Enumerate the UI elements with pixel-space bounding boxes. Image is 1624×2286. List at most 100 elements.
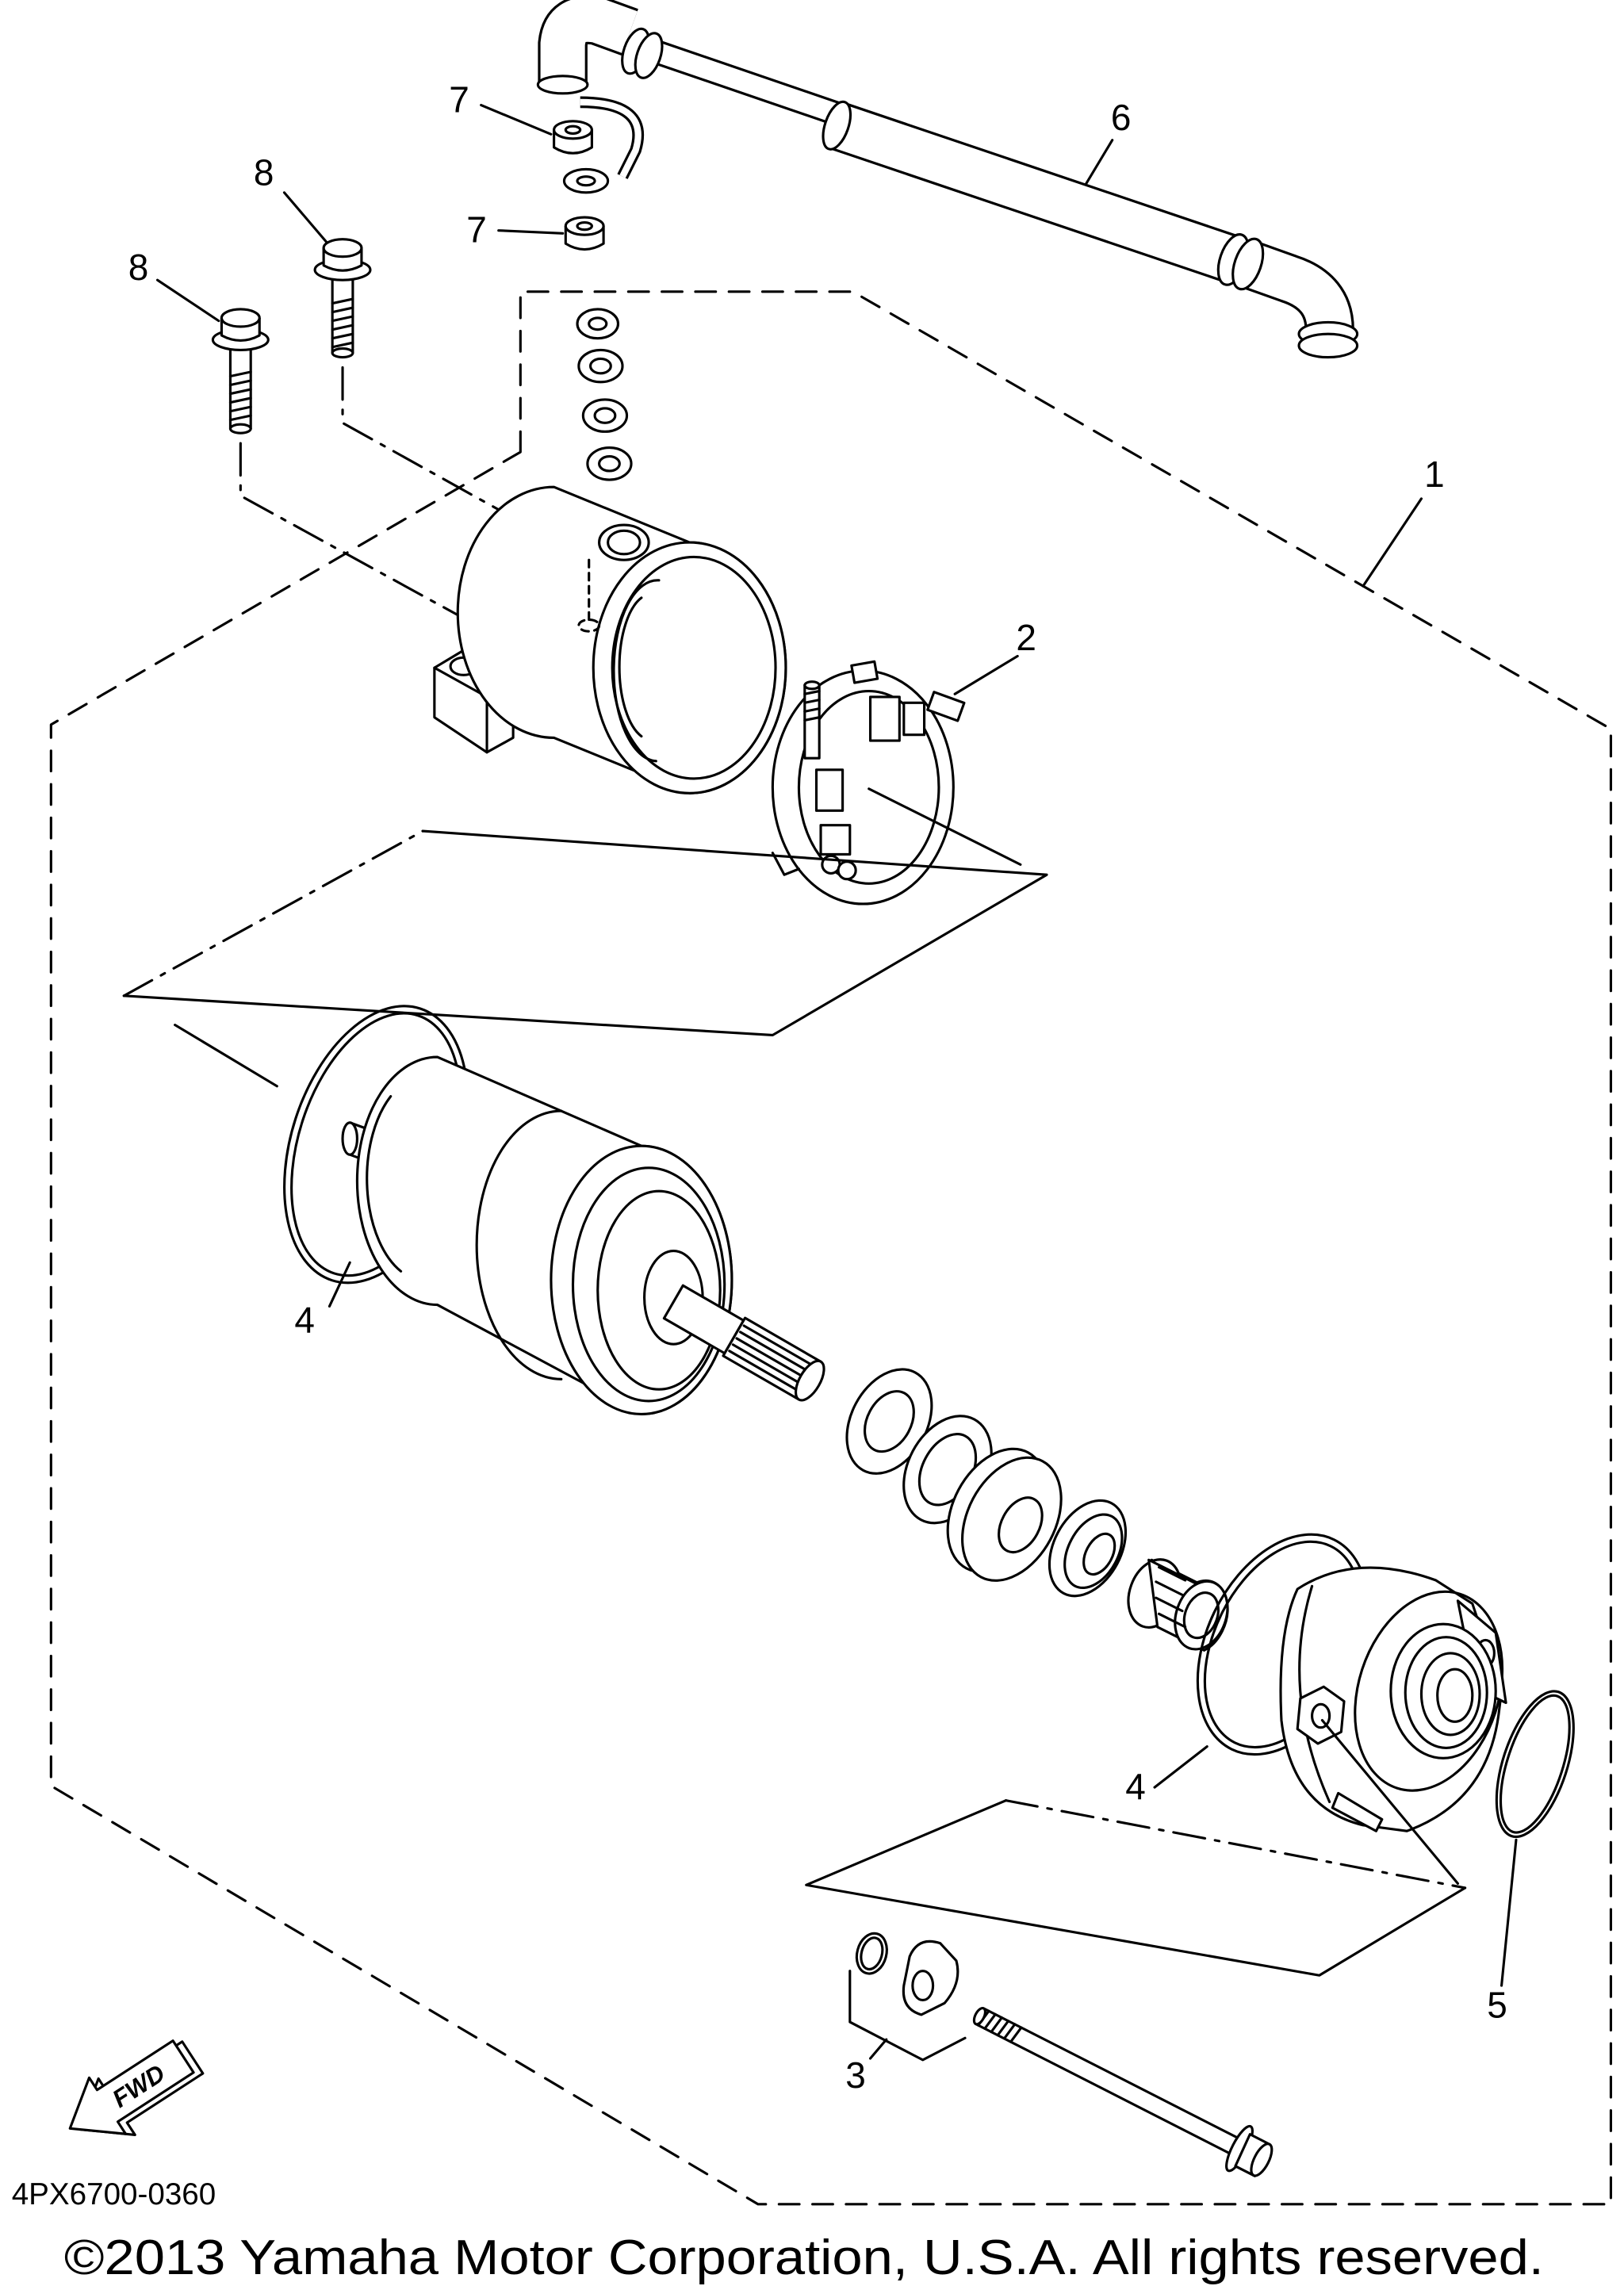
plane-edge-dashdot bbox=[1004, 1799, 1467, 1890]
armature-rear-step bbox=[366, 1095, 403, 1273]
leader-8-upper bbox=[282, 191, 328, 243]
shim-hole bbox=[593, 407, 617, 424]
callout-5: 5 bbox=[1487, 1985, 1507, 2026]
nut-top bbox=[564, 216, 605, 236]
cover-bottom-lug bbox=[1331, 1791, 1384, 1832]
leader-1 bbox=[1362, 497, 1423, 588]
assembly-1-outline bbox=[49, 290, 1613, 2206]
hidden-bolt-hole bbox=[577, 618, 601, 633]
shim bbox=[577, 348, 624, 384]
yoke-inner-back bbox=[618, 596, 643, 738]
bolt-head-end bbox=[1250, 2142, 1274, 2177]
brush-plate-tab bbox=[926, 691, 966, 722]
shim-hole bbox=[588, 316, 608, 331]
callout-7-upper: 7 bbox=[449, 79, 469, 121]
through-bolt bbox=[972, 2007, 1274, 2177]
bolt-shaft bbox=[331, 273, 354, 354]
brush-box bbox=[819, 824, 852, 856]
yoke-housing bbox=[433, 485, 787, 795]
leader-4-right bbox=[1153, 1745, 1208, 1789]
callout-3: 3 bbox=[845, 2054, 866, 2096]
callout-2: 2 bbox=[1016, 617, 1036, 658]
bolt-8-upper bbox=[313, 238, 372, 359]
bolt-head-top bbox=[322, 238, 363, 258]
callout-6: 6 bbox=[1111, 97, 1132, 138]
ring-terminal-hole bbox=[576, 175, 596, 187]
shaft-end bbox=[795, 1359, 825, 1402]
fwd-arrow-shape bbox=[68, 2039, 195, 2135]
plane-edge-dashdot bbox=[122, 829, 424, 997]
washer-hole bbox=[863, 1390, 915, 1453]
callout-4-right: 4 bbox=[1125, 1766, 1146, 1807]
cable-sleeve-inner bbox=[829, 104, 1241, 281]
shim bbox=[586, 446, 633, 481]
callout-leaders bbox=[155, 103, 1518, 2060]
cable-thin-section-inner bbox=[629, 34, 849, 126]
shim bbox=[581, 398, 629, 433]
cable-ring bbox=[634, 32, 664, 79]
terminal-stud-top bbox=[803, 680, 821, 691]
shim-hole bbox=[598, 455, 621, 473]
lower-reference-plane bbox=[805, 1718, 1467, 1977]
small-o-ring-inner bbox=[860, 1936, 884, 1971]
nut-hole bbox=[564, 124, 582, 135]
brush-box bbox=[868, 695, 901, 742]
shim bbox=[576, 308, 620, 340]
brush-box bbox=[814, 768, 845, 812]
brush-spring bbox=[837, 860, 857, 881]
ring-terminal bbox=[562, 167, 610, 194]
cable-elbow-lower-inner bbox=[1240, 243, 1352, 331]
callout-4-left: 4 bbox=[294, 1299, 315, 1340]
plane-leader-armature bbox=[174, 1024, 278, 1088]
lock-plate-hole bbox=[911, 1970, 935, 2002]
callout-1: 1 bbox=[1424, 454, 1445, 495]
copyright-notice: ©2013 Yamaha Motor Corporation, U.S.A. A… bbox=[64, 2230, 1544, 2285]
cable-lead-wire-inner bbox=[580, 98, 642, 178]
nut-hole bbox=[576, 220, 593, 232]
callout-8-upper: 8 bbox=[254, 152, 274, 193]
starter-cable-6 bbox=[536, 0, 1359, 359]
bolt-thread bbox=[228, 370, 252, 422]
bolt-shaft bbox=[974, 2007, 1245, 2158]
leader-7-lower bbox=[497, 229, 565, 235]
bolt-tip bbox=[972, 2007, 986, 2026]
needle-cage-bore bbox=[1182, 1591, 1220, 1640]
cable-elbow-upper-inner bbox=[540, 0, 638, 82]
leader-7-upper bbox=[480, 103, 553, 136]
part-3-set bbox=[848, 1932, 967, 2062]
cover-hub-ring bbox=[1404, 1636, 1488, 1750]
leader-3 bbox=[868, 2038, 888, 2060]
cover-face bbox=[1354, 1590, 1504, 1792]
small-o-ring bbox=[855, 1932, 888, 1975]
bolt-thread bbox=[331, 297, 354, 349]
shaft-spline-lines bbox=[728, 1324, 816, 1393]
cover-flange-edge bbox=[1298, 1584, 1331, 1804]
brush-plate-tab bbox=[850, 660, 879, 684]
bolt-tip bbox=[331, 347, 354, 359]
callout-labels: 1 2 3 4 4 5 6 7 7 8 8 bbox=[128, 79, 1507, 2096]
armature-seam bbox=[475, 1109, 563, 1380]
terminal-thread bbox=[803, 690, 821, 722]
brush-plate-notch bbox=[771, 852, 801, 876]
armature-assembly bbox=[283, 1005, 825, 1416]
shim-hole bbox=[588, 357, 612, 375]
cable-boot-opening bbox=[536, 75, 589, 95]
ball-bearing bbox=[1048, 1499, 1128, 1598]
rear-shaft-end bbox=[341, 1121, 358, 1156]
o-ring-inner bbox=[1499, 1694, 1571, 1834]
needle-lines bbox=[1155, 1565, 1187, 1629]
plane-edge bbox=[122, 829, 1048, 1037]
bolt-head-top bbox=[220, 308, 261, 328]
front-cover-assembly bbox=[1196, 1533, 1507, 1832]
leader-8-lower bbox=[155, 278, 220, 323]
callout-7-lower: 7 bbox=[466, 209, 487, 250]
cover-hub-bore bbox=[1436, 1668, 1474, 1723]
callout-8-lower: 8 bbox=[128, 247, 149, 288]
thrust-washer bbox=[946, 1447, 1063, 1582]
o-ring-5 bbox=[1495, 1690, 1575, 1839]
brush-box bbox=[902, 701, 926, 737]
bolt-8-lower bbox=[211, 308, 270, 435]
cable-ring bbox=[1297, 332, 1359, 359]
fwd-arrow-icon: FWD bbox=[68, 2039, 205, 2136]
